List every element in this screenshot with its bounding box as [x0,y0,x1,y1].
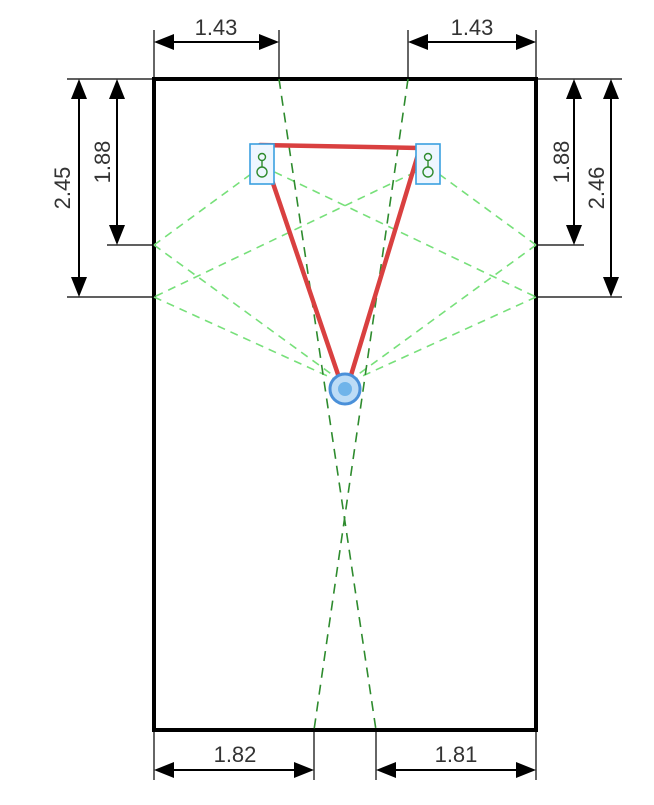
dimension-left-inner: 1.88 [90,79,125,245]
dimension-label-top-left: 1.43 [195,15,238,40]
front-back-reflection-paths [278,78,409,731]
dimension-label-bottom-left: 1.82 [214,742,257,767]
speaker-left[interactable] [249,143,275,185]
dimension-label-right-inner: 1.88 [549,141,574,184]
speaker-right[interactable] [415,143,441,185]
dimension-label-top-right: 1.43 [451,15,494,40]
dimension-right-inner: 1.88 [549,79,582,245]
extension-lines [67,30,622,780]
dimension-top-right: 1.43 [408,15,536,50]
room-outline [152,77,538,732]
dimension-left-outer: 2.45 [50,79,87,297]
dimension-label-right-outer: 2.46 [584,167,609,210]
dimension-label-bottom-right: 1.81 [435,742,478,767]
dimension-bottom-left: 1.82 [154,742,314,778]
dimension-label-left-inner: 1.88 [90,141,115,184]
listening-triangle [257,142,423,398]
listener-position[interactable] [328,372,362,406]
dimension-label-left-outer: 2.45 [50,167,75,210]
side-reflection-paths [153,165,537,385]
listener-icon [338,382,352,396]
dimension-top-left: 1.43 [154,15,279,50]
dimension-bottom-right: 1.81 [376,742,536,778]
dimension-right-outer: 2.46 [584,79,619,297]
